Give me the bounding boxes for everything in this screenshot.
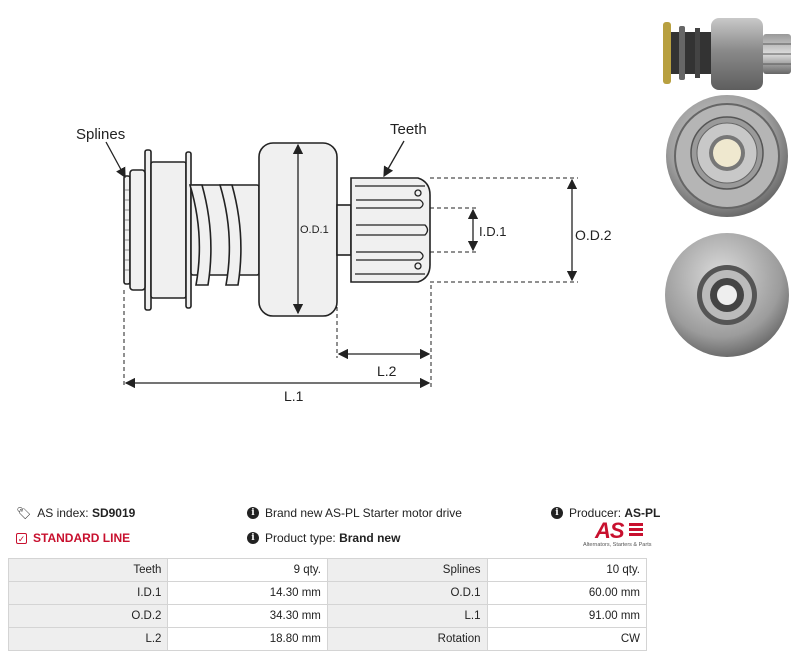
producer-label: Producer: bbox=[569, 506, 622, 520]
spec-label: Rotation bbox=[326, 627, 488, 651]
label-teeth: Teeth bbox=[390, 121, 427, 138]
spec-label: L.1 bbox=[326, 604, 488, 628]
standard-line-label: STANDARD LINE bbox=[33, 531, 131, 545]
product-type-value: Brand new bbox=[339, 531, 401, 545]
as-pl-logo: AS Alternators, Starters & Parts bbox=[583, 518, 652, 548]
product-type-row: i Product type: Brand new bbox=[247, 531, 400, 545]
standard-line-row: ✓ STANDARD LINE bbox=[16, 531, 130, 545]
spec-label: O.D.2 bbox=[7, 604, 169, 628]
spec-value: 34.30 mm bbox=[167, 604, 328, 628]
spec-label: Teeth bbox=[7, 558, 169, 582]
as-index-label: AS index: bbox=[37, 506, 89, 520]
label-id1: I.D.1 bbox=[479, 224, 506, 239]
as-index-row: 🏷 AS index: SD9019 bbox=[16, 506, 135, 520]
spec-value: 9 qty. bbox=[167, 558, 328, 582]
spec-label: Splines bbox=[326, 558, 488, 582]
as-index-value: SD9019 bbox=[91, 506, 136, 520]
spec-value: 60.00 mm bbox=[486, 581, 648, 605]
tag-icon: 🏷 bbox=[16, 506, 32, 520]
label-splines: Splines bbox=[76, 126, 125, 143]
label-od1: O.D.1 bbox=[300, 224, 329, 236]
info-icon: i bbox=[247, 507, 259, 519]
flange-outer bbox=[144, 149, 152, 311]
label-l1: L.1 bbox=[284, 388, 304, 404]
spec-label: O.D.1 bbox=[326, 581, 488, 605]
spec-value: 14.30 mm bbox=[167, 581, 328, 605]
producer-row: i Producer: AS-PL bbox=[551, 506, 660, 520]
rear-view-photo bbox=[665, 233, 789, 357]
technical-drawing: O.D.1 I.D.1 O.D.2 L.2 L.1 Splines Teeth bbox=[76, 121, 612, 404]
spec-label: L.2 bbox=[7, 627, 169, 651]
info-icon: i bbox=[247, 532, 259, 544]
spec-value: 18.80 mm bbox=[167, 627, 328, 651]
check-icon: ✓ bbox=[16, 532, 27, 544]
front-view-photo bbox=[666, 95, 788, 217]
info-icon: i bbox=[551, 507, 563, 519]
producer-value: AS-PL bbox=[624, 506, 661, 520]
description-row: i Brand new AS-PL Starter motor drive bbox=[247, 506, 462, 520]
flange-inner bbox=[129, 169, 146, 291]
side-view-photo bbox=[663, 18, 791, 90]
spring bbox=[188, 184, 242, 286]
spec-label: I.D.1 bbox=[7, 581, 169, 605]
label-l2: L.2 bbox=[377, 363, 397, 379]
product-type-label: Product type: bbox=[265, 531, 336, 545]
spec-value: CW bbox=[486, 627, 648, 651]
spec-value: 91.00 mm bbox=[486, 604, 648, 628]
description-text: Brand new AS-PL Starter motor drive bbox=[265, 506, 462, 520]
label-od2: O.D.2 bbox=[575, 227, 612, 243]
spec-value: 10 qty. bbox=[486, 558, 648, 582]
pinion-gear bbox=[350, 177, 431, 283]
